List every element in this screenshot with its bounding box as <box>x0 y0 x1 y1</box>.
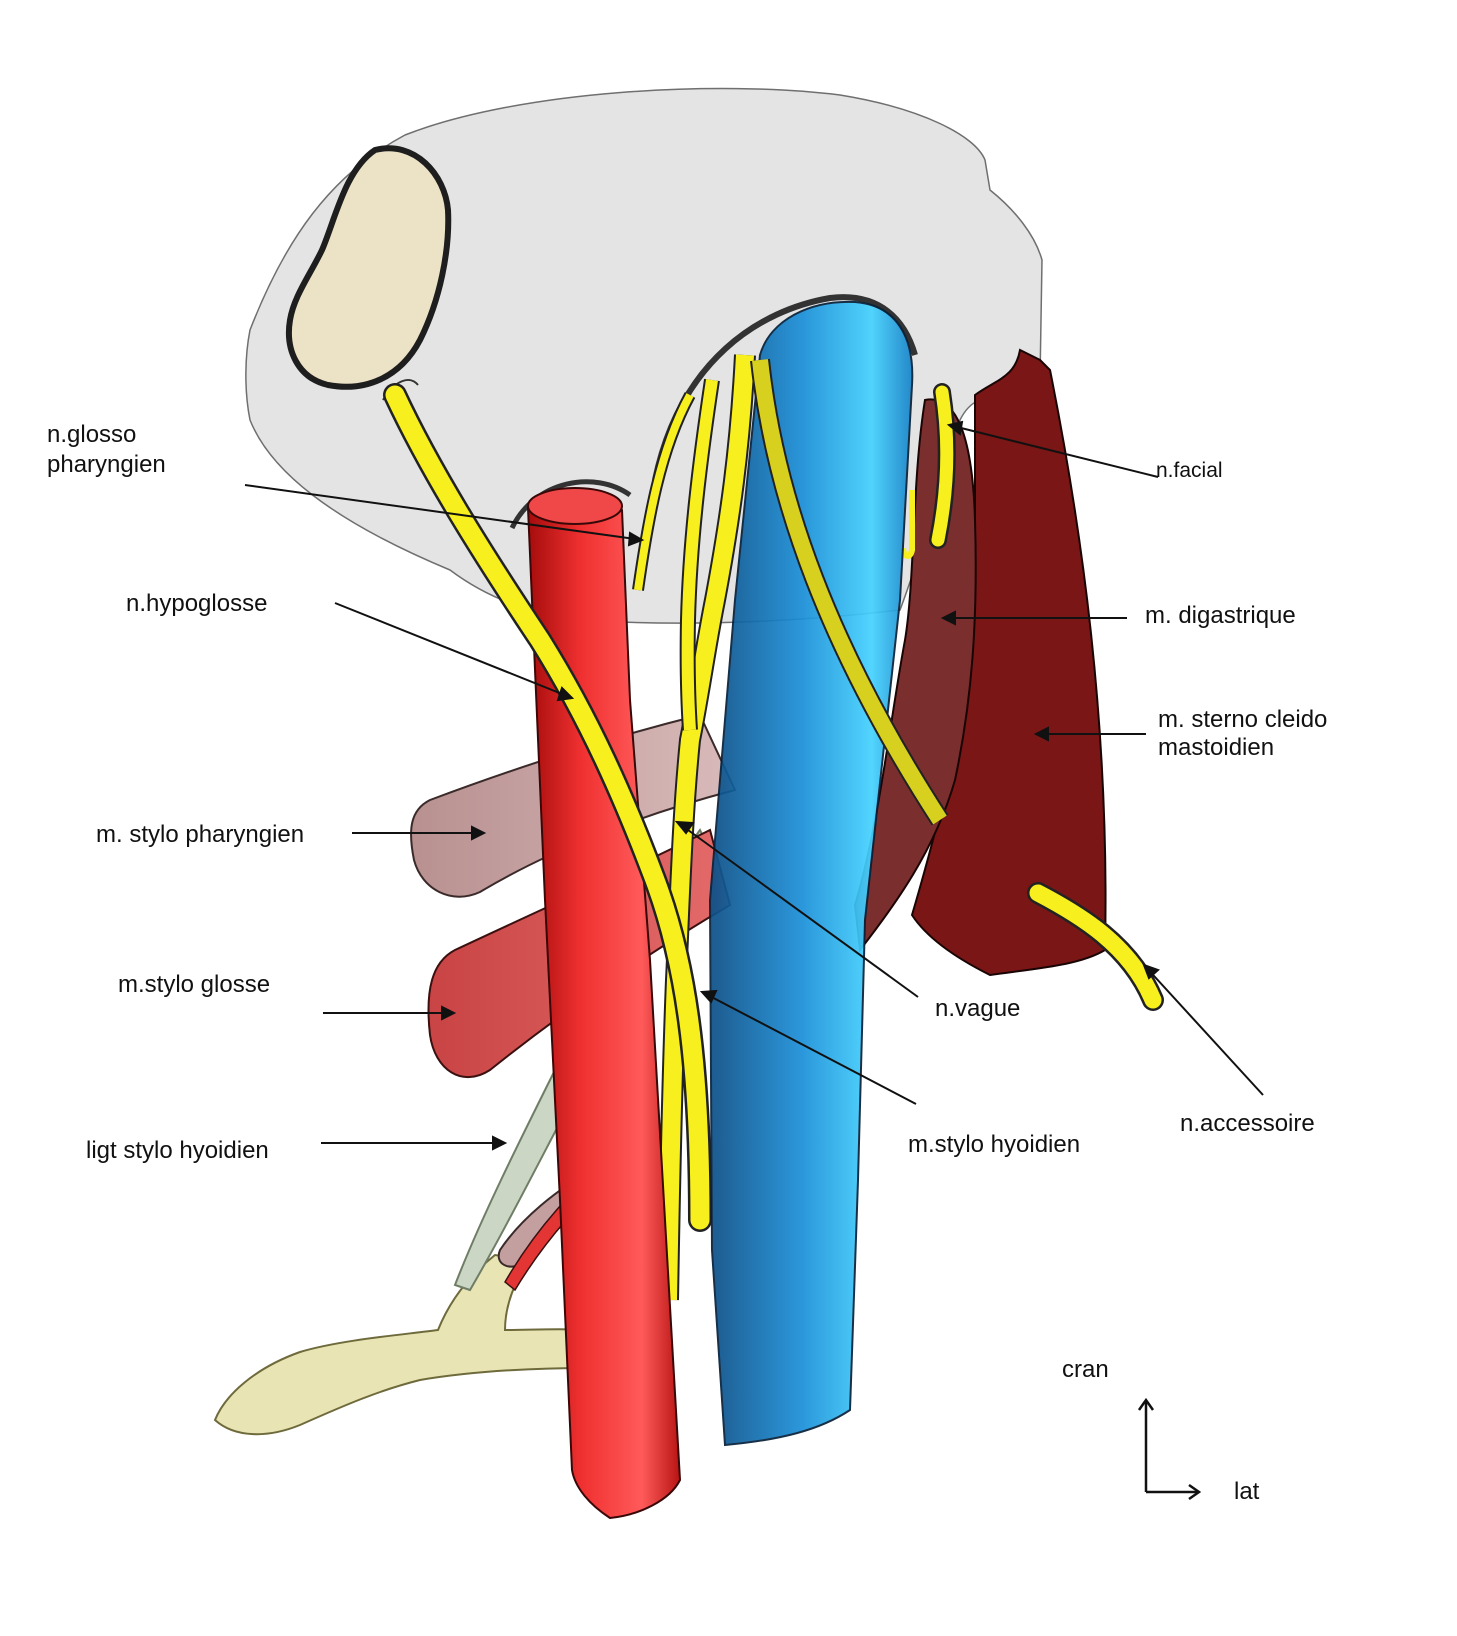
arrowhead-stylo-pharyngien <box>471 825 487 841</box>
arrowhead-vague <box>674 820 695 835</box>
label-facial: n.facial <box>1156 459 1223 482</box>
orientation-indicator <box>1137 1397 1202 1501</box>
hyoid-bone <box>213 1253 591 1436</box>
arrowhead-digastrique <box>940 610 956 626</box>
arrowhead-scm <box>1033 726 1049 742</box>
arrowhead-glosso <box>627 531 645 547</box>
orientation-label-lat: lat <box>1234 1478 1260 1505</box>
arrowhead-facial <box>946 420 964 436</box>
hypoglossal-nerve-fill <box>385 385 710 1230</box>
orientation-label-cran: cran <box>1062 1356 1109 1383</box>
carotid-artery-top <box>527 487 623 525</box>
label-glosso-line2: pharyngien <box>47 451 166 478</box>
arrowhead-stylo-hyoidien <box>699 989 718 1004</box>
label-digastrique: m. digastrique <box>1145 602 1296 629</box>
label-stylo-hyoidien: m.stylo hyoidien <box>908 1131 1080 1158</box>
label-vague: n.vague <box>935 995 1020 1022</box>
label-stylo-glosse: m.stylo glosse <box>118 971 270 998</box>
carotid-canal-arc <box>509 479 632 530</box>
label-glosso-line1: n.glosso <box>47 421 136 448</box>
arrowhead-hypoglosse <box>556 686 575 702</box>
leader-stylo-hyoidien <box>701 991 917 1105</box>
glossopharyngeal-nerve-fill <box>634 393 694 591</box>
arrowhead-accessoire <box>1142 963 1160 980</box>
internal-jugular-vein <box>708 300 914 1447</box>
leader-vague <box>676 821 919 998</box>
accessory-nerve-distal-fill <box>1029 884 1162 1009</box>
leader-accessoire <box>1143 964 1264 1096</box>
facial-nerve-fill <box>931 385 954 547</box>
label-accessoire: n.accessoire <box>1180 1110 1315 1137</box>
label-scm-line1: m. sterno cleido <box>1158 706 1327 733</box>
label-ligt-stylo-hyoidien: ligt stylo hyoidien <box>86 1137 269 1164</box>
label-hypoglosse: n.hypoglosse <box>126 590 267 617</box>
accessory-nerve-fill <box>752 359 947 825</box>
arrowhead-ligt-stylo-hyoidien <box>492 1135 508 1151</box>
arrowhead-stylo-glosse <box>441 1005 457 1021</box>
leader-glosso <box>244 484 643 541</box>
leader-facial <box>948 424 1159 478</box>
mastoid-bone <box>286 145 452 390</box>
vagus-nerve <box>657 354 756 1301</box>
label-stylo-pharyngien: m. stylo pharyngien <box>96 821 304 848</box>
label-scm-line2: mastoidien <box>1158 734 1274 761</box>
leader-hypoglosse <box>334 602 573 699</box>
